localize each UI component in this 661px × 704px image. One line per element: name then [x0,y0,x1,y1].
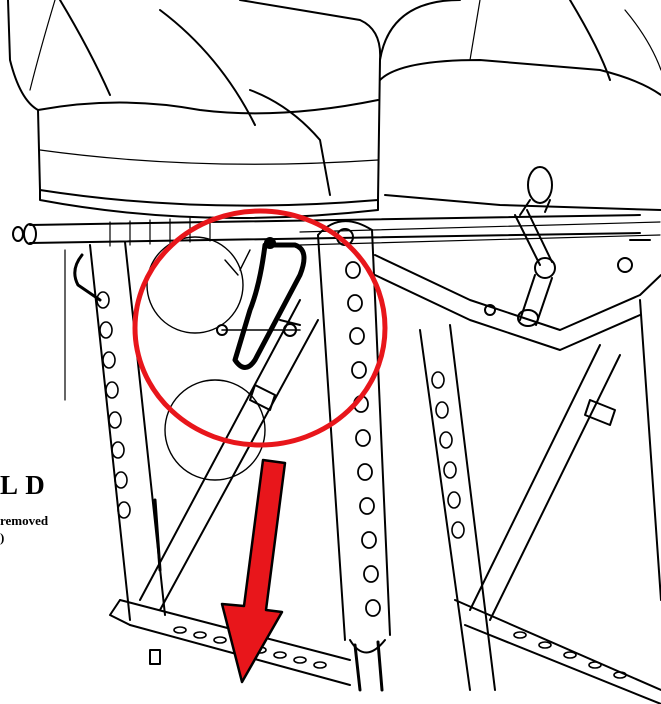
view-note-line1: removed [0,513,49,528]
left-leg [64,241,166,621]
cross-tube [12,214,661,247]
recline-lever [484,166,651,327]
panel-cutouts [146,236,266,481]
right-seat-frame [374,254,661,704]
view-note-line2: ) [0,530,5,545]
red-highlight-circle [132,208,388,448]
cable-loop [216,237,307,370]
diagonal-brace-left [139,299,319,611]
seat-back-cushion [379,0,661,211]
red-downward-arrow [220,458,287,684]
seat-cushion [7,0,382,219]
view-label: L D [0,470,46,500]
